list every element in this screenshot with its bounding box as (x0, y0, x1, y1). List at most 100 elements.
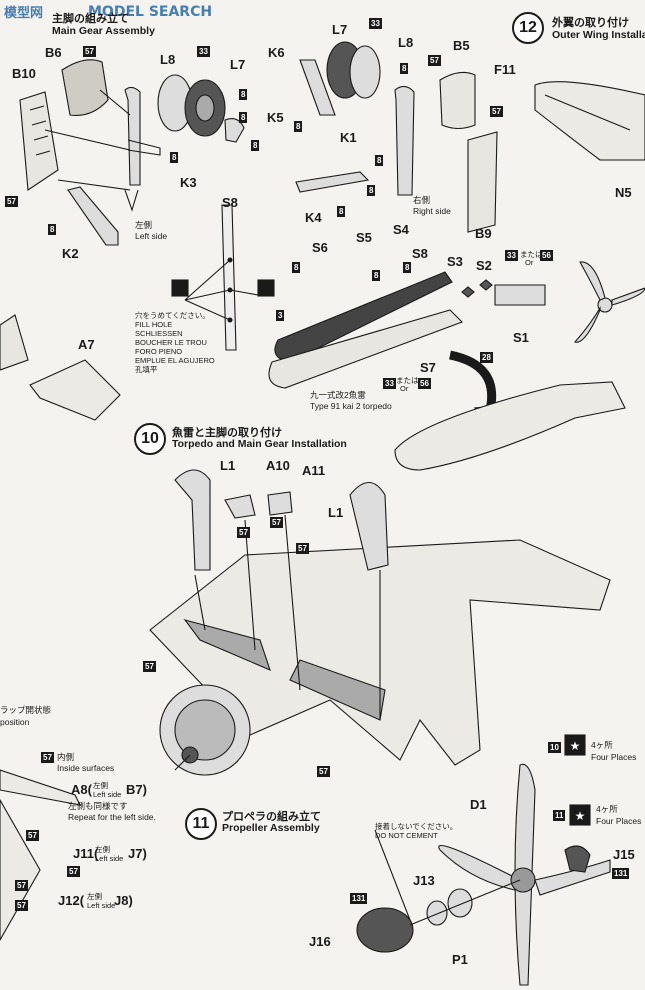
part-label-j15: J15 (613, 847, 635, 862)
part-label-s8: S8 (222, 195, 238, 210)
color-badge-57: 57 (15, 900, 28, 911)
color-badge-8: 8 (294, 121, 303, 132)
color-badge-57: 57 (26, 830, 39, 841)
color-badge-8: 8 (292, 262, 301, 273)
note-or-en: Or (400, 384, 409, 393)
color-badge-33: 33 (505, 250, 518, 261)
part-label-a11: A11 (302, 463, 326, 478)
color-badge-57: 57 (317, 766, 330, 777)
color-badge-57: 57 (490, 106, 503, 117)
part-label-s7: S7 (420, 360, 436, 375)
note-left-small-en: Left side (95, 854, 124, 863)
note-four-places-jp: 4ヶ所 (591, 740, 613, 750)
part-label-l7-right: L7 (332, 22, 348, 37)
step12-title-en: Outer Wing Installation (552, 29, 645, 41)
svg-text:★: ★ (575, 809, 586, 823)
color-badge-33: 33 (383, 378, 396, 389)
note-or-jp: または (396, 376, 419, 385)
part-label-a8: A8( (71, 782, 92, 797)
color-badge-8: 8 (48, 224, 57, 235)
part-label-s8-torpedo: S8 (412, 246, 428, 261)
color-badge-28: 28 (480, 352, 493, 363)
note-no-cement-jp: 接着しないでください。 (375, 822, 458, 831)
note-four-places-jp: 4ヶ所 (596, 804, 618, 814)
note-left-small-en: Left side (93, 790, 122, 799)
note-flap-en: position (0, 717, 30, 727)
color-badge-57: 57 (428, 55, 441, 66)
color-badge-8: 8 (372, 270, 381, 281)
part-label-a10: A10 (266, 458, 290, 473)
note-repeat-en: Repeat for the left side. (68, 812, 156, 822)
color-badge-3: 3 (276, 310, 285, 321)
part-label-a7: A7 (78, 337, 95, 352)
part-label-b6: B6 (45, 45, 62, 60)
part-label-j16: J16 (309, 934, 331, 949)
part-label-k5: K5 (267, 110, 284, 125)
part-label-s2: S2 (476, 258, 492, 273)
note-flap-jp: ラップ開状態 (0, 705, 52, 715)
note-fill-hole-4: FORO PIENO (135, 347, 183, 356)
color-badge-131: 131 (350, 893, 368, 904)
part-label-j12: J12( (58, 893, 85, 908)
part-label-k6: K6 (268, 45, 285, 60)
watermark-site: MODEL SEARCH (88, 4, 213, 20)
color-badge-56: 56 (418, 378, 431, 389)
color-badge-57: 57 (237, 527, 250, 538)
part-label-l8: L8 (160, 52, 176, 67)
part-label-j13: J13 (413, 873, 435, 888)
color-badge-57: 57 (83, 46, 96, 57)
part-label-s1: S1 (513, 330, 529, 345)
part-label-f11: F11 (494, 62, 516, 77)
note-inside-en: Inside surfaces (57, 763, 115, 773)
part-label-j11: J11( (73, 846, 99, 861)
part-label-k3: K3 (180, 175, 197, 190)
note-inside-jp: 内側 (57, 752, 75, 762)
note-left-small-jp: 左側 (95, 845, 110, 854)
part-label-l7: L7 (230, 57, 246, 72)
color-badge-8: 8 (403, 262, 412, 273)
part-label-l1: L1 (220, 458, 236, 473)
step9-title-en: Main Gear Assembly (52, 25, 155, 37)
note-four-places-en: Four Places (596, 816, 642, 826)
color-badge-10: 10 (548, 742, 561, 753)
note-fill-hole-0: 穴をうめてください。 (135, 311, 210, 320)
color-badge-57: 57 (15, 880, 28, 891)
part-label-p1: P1 (452, 952, 468, 967)
note-torpedo-jp: 九一式改2魚雷 (310, 390, 366, 400)
note-repeat-jp: 左側も同様です (68, 801, 128, 811)
note-left-side-jp: 左側 (135, 220, 153, 230)
part-label-l8-right: L8 (398, 35, 414, 50)
color-badge-33: 33 (197, 46, 210, 57)
color-badge-8: 8 (337, 206, 346, 217)
part-label-l1-right: L1 (328, 505, 344, 520)
note-fill-hole-2: SCHLIESSEN (135, 329, 183, 338)
note-fill-hole-1: FILL HOLE (135, 320, 173, 329)
color-badge-57: 57 (41, 752, 54, 763)
note-left-small-jp: 左側 (87, 892, 102, 901)
note-right-side-jp: 右側 (413, 195, 431, 205)
note-left-small-en: Left side (87, 901, 116, 910)
step12-number: 12 (512, 12, 544, 44)
step11-title-en: Propeller Assembly (222, 822, 320, 834)
part-label-b9: B9 (475, 226, 492, 241)
part-label-k2: K2 (62, 246, 79, 261)
note-left-side-en: Left side (135, 231, 168, 241)
note-right-side-en: Right side (413, 206, 451, 216)
step10-title-en: Torpedo and Main Gear Installation (172, 438, 347, 450)
part-label-k4: K4 (305, 210, 322, 225)
part-label-n5: N5 (615, 185, 632, 200)
color-badge-131: 131 (612, 868, 630, 879)
part-label-j8: J8) (114, 893, 133, 908)
note-no-cement-en: DO NOT CEMENT (375, 831, 438, 840)
note-fill-hole-6: 孔填平 (135, 365, 158, 374)
color-badge-8: 8 (170, 152, 179, 163)
step11-number: 11 (185, 808, 217, 840)
part-label-s5: S5 (356, 230, 372, 245)
step10-title-jp: 魚雷と主脚の取り付け (172, 427, 282, 439)
color-badge-8: 8 (239, 112, 248, 123)
color-badge-8: 8 (375, 155, 384, 166)
color-badge-8: 8 (239, 89, 248, 100)
color-badge-11: 11 (553, 810, 566, 821)
color-badge-8: 8 (251, 140, 260, 151)
